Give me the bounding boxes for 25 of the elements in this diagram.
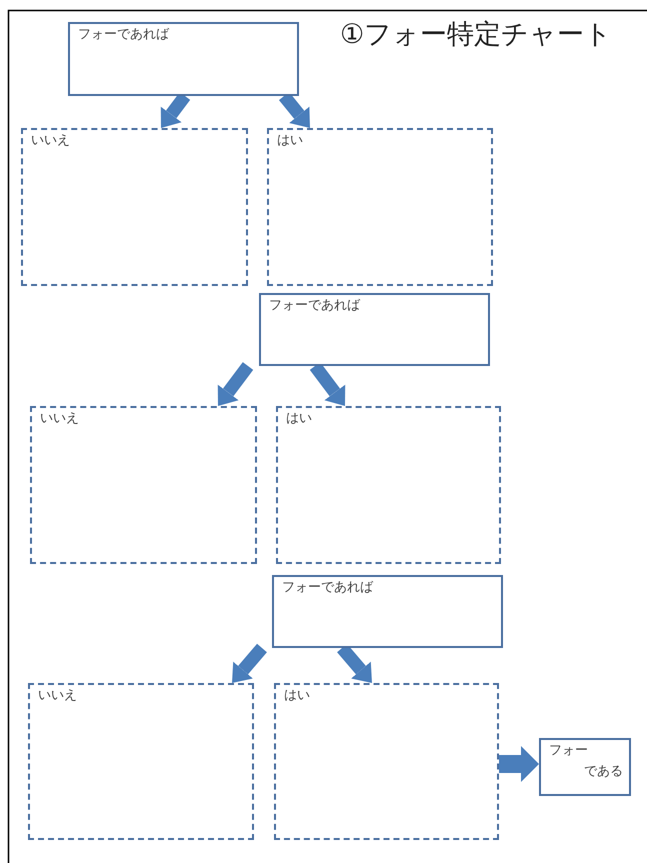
question-box bbox=[259, 293, 490, 366]
chart-title: ①フォー特定チャート bbox=[340, 18, 612, 52]
node-text: はい bbox=[284, 688, 310, 704]
node-text: フォーであれば bbox=[282, 580, 373, 596]
block-arrow bbox=[218, 362, 254, 406]
answer-box bbox=[267, 128, 493, 286]
answer-box bbox=[30, 406, 257, 564]
node-text: はい bbox=[286, 411, 312, 427]
node-text: である bbox=[584, 764, 623, 780]
question-box bbox=[272, 575, 503, 648]
answer-box bbox=[28, 683, 254, 840]
node-text: フォーであれば bbox=[269, 298, 360, 314]
answer-box bbox=[274, 683, 499, 840]
block-arrow bbox=[499, 746, 539, 782]
answer-box bbox=[276, 406, 501, 564]
node-text: いいえ bbox=[31, 133, 70, 149]
answer-box bbox=[21, 128, 248, 286]
node-text: いいえ bbox=[40, 411, 79, 427]
node-text: いいえ bbox=[38, 688, 77, 704]
question-box bbox=[68, 22, 299, 96]
node-text: フォー bbox=[549, 743, 588, 759]
question-box bbox=[539, 738, 631, 796]
node-text: はい bbox=[277, 133, 303, 149]
node-text: フォーであれば bbox=[78, 27, 169, 43]
block-arrow bbox=[232, 644, 267, 683]
